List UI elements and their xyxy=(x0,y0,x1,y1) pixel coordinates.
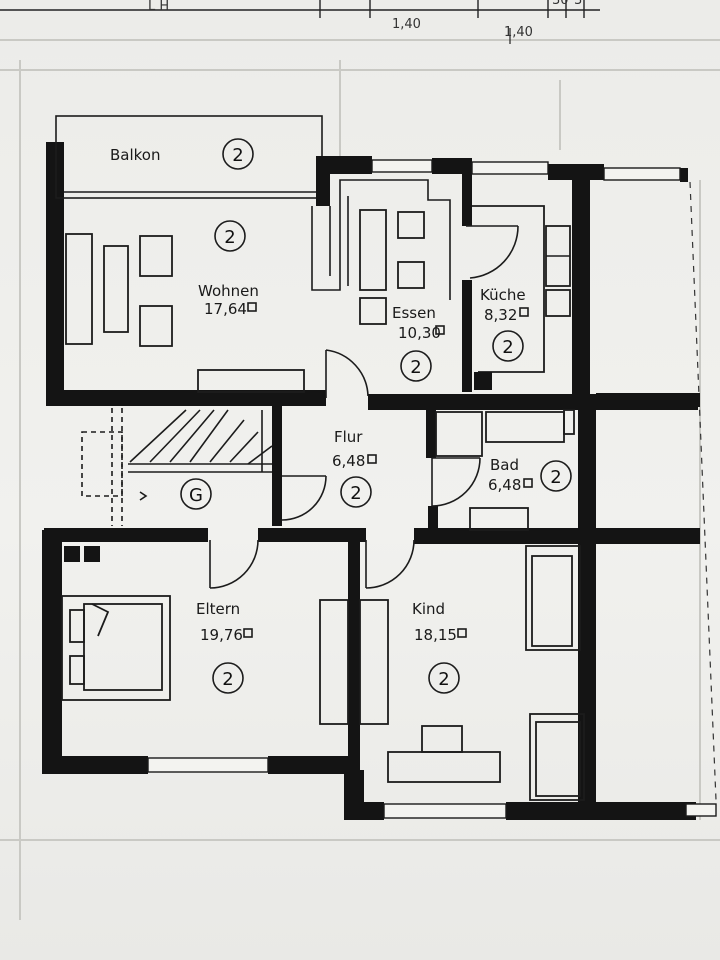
dim-seg4: 3 xyxy=(574,0,582,8)
room-treppe: G xyxy=(180,478,212,510)
walls xyxy=(42,115,700,820)
kueche-area: 8,32 xyxy=(484,306,517,324)
kueche-level: 2 xyxy=(502,337,513,358)
flur-area-unit-icon xyxy=(367,454,377,464)
balkon-label: Balkon xyxy=(110,146,161,164)
room-balkon: Balkon 2 xyxy=(110,138,254,170)
room-flur: Flur 6,48 2 xyxy=(332,428,377,508)
essen-area: 10,30 xyxy=(398,324,441,342)
dimension-line: L H 1,40 1,40 30 3 xyxy=(0,0,600,44)
bad-level-circle xyxy=(540,460,572,492)
wohnen-level: 2 xyxy=(224,227,235,248)
room-kind: Kind 18,15 2 xyxy=(412,600,467,694)
bad-label: Bad xyxy=(490,456,519,474)
eltern-area-unit-icon xyxy=(243,628,253,638)
right-edge-lines xyxy=(596,181,717,801)
kind-label: Kind xyxy=(412,600,445,618)
room-kueche: Küche 8,32 2 xyxy=(480,286,529,362)
flur-label: Flur xyxy=(334,428,363,446)
eltern-level: 2 xyxy=(222,669,233,690)
kind-level: 2 xyxy=(438,669,449,690)
kueche-area-unit-icon xyxy=(519,307,529,317)
furniture xyxy=(61,179,585,801)
essen-area-unit-icon xyxy=(435,325,445,335)
room-eltern: Eltern 19,76 2 xyxy=(196,600,253,694)
kind-area-unit-icon xyxy=(457,628,467,638)
treppe-level: G xyxy=(189,485,203,506)
balkon-level-circle xyxy=(222,138,254,170)
dim-seg2: 1,40 xyxy=(504,25,533,40)
eltern-label: Eltern xyxy=(196,600,240,618)
room-bad: Bad 6,48 2 xyxy=(488,456,572,494)
essen-label: Essen xyxy=(392,304,436,322)
doors xyxy=(209,225,519,589)
paper-ghost-lines xyxy=(0,39,720,920)
kind-area: 18,15 xyxy=(414,626,457,644)
kueche-level-circle xyxy=(492,330,524,362)
wohnen-level-circle xyxy=(214,220,246,252)
dim-top-left: L H xyxy=(148,0,169,14)
eltern-level-circle xyxy=(212,662,244,694)
dim-seg1: 1,40 xyxy=(392,17,421,32)
dim-seg3: 30 xyxy=(552,0,569,8)
kind-level-circle xyxy=(428,662,460,694)
eltern-area: 19,76 xyxy=(200,626,243,644)
room-essen: Essen 10,30 2 xyxy=(392,304,445,382)
treppe-level-circle xyxy=(180,478,212,510)
essen-level-circle xyxy=(400,350,432,382)
windows xyxy=(147,159,717,819)
flur-area: 6,48 xyxy=(332,452,365,470)
essen-level: 2 xyxy=(410,357,421,378)
flur-level: 2 xyxy=(350,483,361,504)
balkon-level: 2 xyxy=(232,145,243,166)
kueche-label: Küche xyxy=(480,286,526,304)
bad-area: 6,48 xyxy=(488,476,521,494)
wohnen-area: 17,64 xyxy=(204,300,247,318)
bad-area-unit-icon xyxy=(523,478,533,488)
wohnen-area-unit-icon xyxy=(247,302,257,312)
room-wohnen: 2 Wohnen 17,64 xyxy=(198,220,259,318)
wohnen-label: Wohnen xyxy=(198,282,259,300)
flur-level-circle xyxy=(340,476,372,508)
bad-level: 2 xyxy=(550,467,561,488)
staircase xyxy=(81,408,273,526)
